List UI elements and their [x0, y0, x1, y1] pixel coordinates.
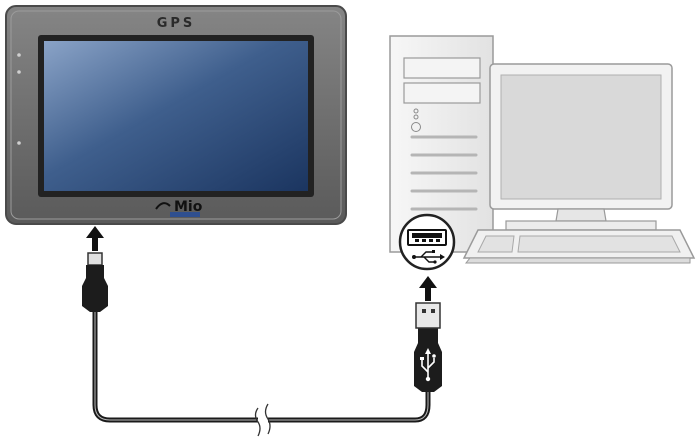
gps-device-inner-edge [10, 10, 342, 220]
mini-usb-plug [82, 265, 108, 312]
cable-wire-highlight [268, 386, 429, 421]
usb-symbol-icon [412, 250, 445, 264]
usb-port-icon [407, 229, 447, 246]
pc-monitor [489, 63, 673, 231]
usb-a-plug-metal [415, 302, 441, 329]
led-dot [17, 141, 21, 145]
brand-badge [170, 212, 200, 217]
led-dot [17, 53, 21, 57]
monitor-base [505, 220, 657, 231]
arrow-up-icon [419, 276, 437, 301]
brand-label: Mio [174, 199, 203, 215]
drive-bay [403, 82, 481, 104]
brand-logo: Mio [155, 199, 203, 217]
usb-port-callout [398, 213, 456, 271]
arrow-up-icon [86, 226, 104, 251]
usb-symbol-icon [420, 348, 436, 382]
brand-swoosh [155, 202, 171, 210]
gps-device: GPS Mio [5, 5, 347, 225]
gps-top-label: GPS [157, 16, 196, 31]
usb-cable [82, 252, 442, 437]
cable-wire [268, 386, 431, 423]
mini-usb-tip [87, 252, 103, 266]
led-dot [17, 70, 21, 74]
monitor-stand [555, 208, 607, 222]
cable-wire-highlight [94, 312, 258, 421]
drive-bay [403, 57, 481, 79]
vent-slots [410, 135, 478, 211]
gps-screen [44, 41, 308, 191]
indicator-light [413, 108, 419, 114]
pc-keyboard [462, 229, 696, 264]
desktop-computer [389, 35, 696, 271]
cable-break-mark [254, 403, 271, 437]
cable-wire [92, 312, 258, 423]
power-button [411, 122, 421, 132]
indicator-light [413, 114, 419, 120]
monitor-screen [500, 74, 662, 200]
